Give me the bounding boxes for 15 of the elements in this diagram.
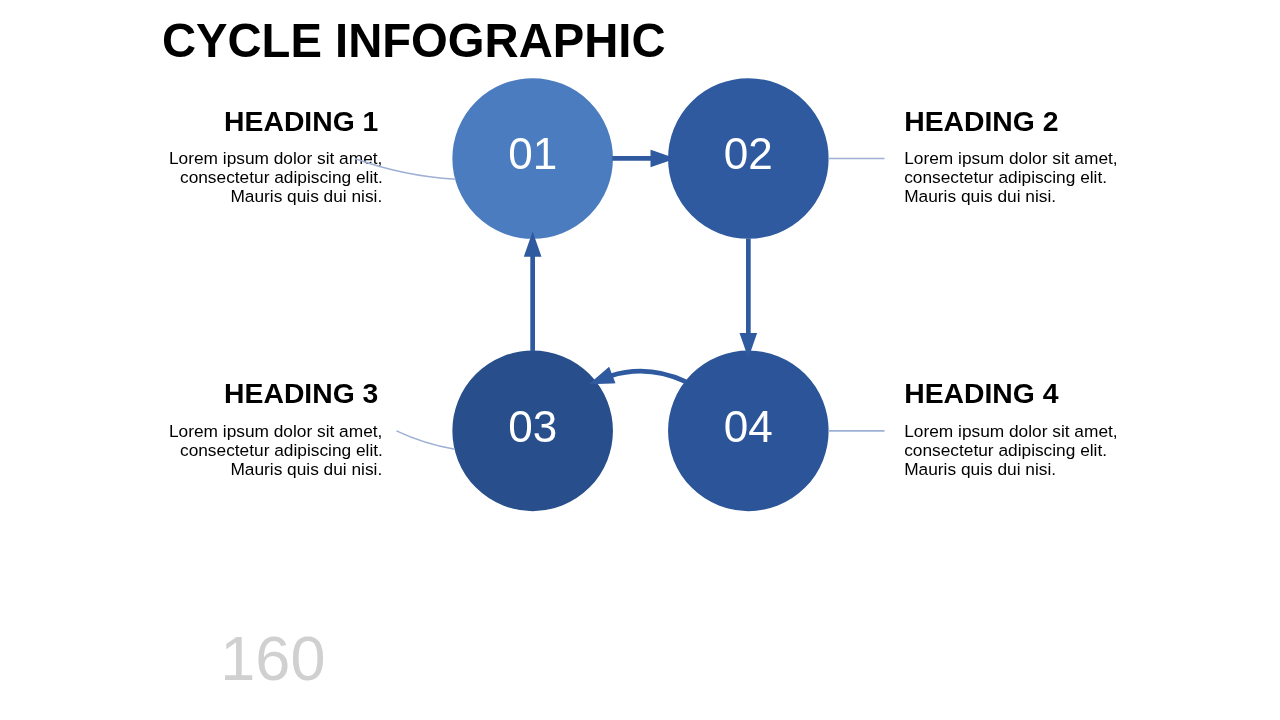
node-text: HEADING 1 Lorem ipsum dolor sit amet, consectetur adipiscing elit. Mauris quis dui nisi. [168, 104, 383, 207]
node-text: HEADING 3 Lorem ipsum dolor sit amet, consectetur adipiscing elit. Mauris quis dui nisi. [168, 377, 383, 479]
node-circle: 01 [451, 78, 613, 239]
node-text: HEADING 4 Lorem ipsum dolor sit amet, consectetur adipiscing elit. Mauris quis dui nisi. [903, 377, 1118, 479]
arrow [739, 238, 757, 359]
connector [353, 157, 456, 180]
connector [395, 430, 456, 451]
connector [826, 430, 885, 432]
node-circle: 04 [667, 350, 829, 512]
node-circle: 02 [667, 78, 829, 239]
diagram-title: CYCLE INFOGRAPHIC [161, 13, 666, 67]
connector [826, 157, 885, 160]
arrow [588, 366, 687, 385]
arrow [523, 231, 541, 352]
node-text: HEADING 2 Lorem ipsum dolor sit amet, consectetur adipiscing elit. Mauris quis dui nisi. [903, 104, 1118, 207]
